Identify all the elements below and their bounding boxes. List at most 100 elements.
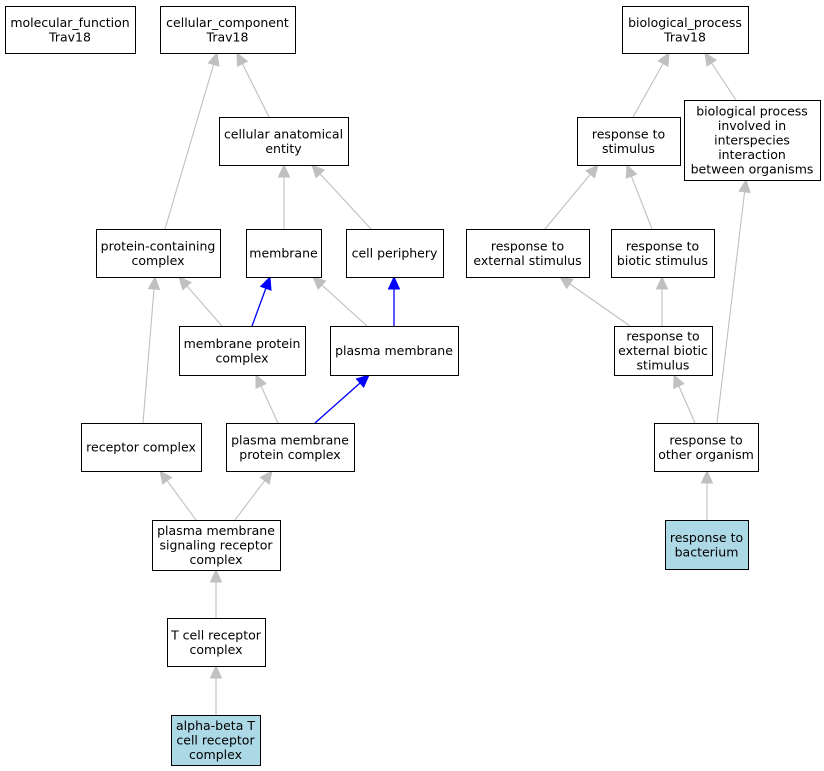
node-label-line: biological_process (628, 15, 742, 30)
edge-response_to_biotic_stimulus-to-response_to_stimulus (625, 163, 653, 230)
node-box (665, 520, 749, 570)
edge-pm_signaling_receptor_complex-to-plasma_membrane_protein_complex (234, 470, 273, 521)
node-box (684, 100, 821, 181)
node-label-line: complex (189, 747, 242, 762)
node-label-line: biotic stimulus (617, 253, 708, 268)
node-label-line: membrane (249, 246, 318, 261)
edge-arrowhead (312, 276, 327, 291)
node-label-line: cellular_component (166, 15, 289, 30)
node-label-line: receptor complex (86, 440, 196, 455)
edge-line (164, 64, 215, 230)
node-plasma-membrane: plasma membrane (330, 326, 459, 376)
edge-arrowhead (159, 470, 173, 485)
edge-pm_signaling_receptor_complex-to-receptor_complex (159, 470, 197, 521)
node-label-line: entity (265, 141, 302, 156)
edge-line (241, 63, 270, 118)
edge-arrowhead (387, 275, 401, 290)
node-label-line: bacterium (675, 544, 739, 559)
node-label-line: protein-containing (101, 238, 216, 253)
edge-line (716, 191, 746, 424)
node-box (5, 6, 136, 54)
edge-line (251, 288, 267, 327)
node-box (179, 326, 306, 376)
node-label-line: response to (670, 530, 743, 545)
node-box (152, 520, 281, 571)
edge-arrowhead (559, 276, 574, 290)
node-box (614, 326, 713, 376)
node-label-line: external biotic (618, 343, 708, 358)
edge-protein_containing_complex-to-cellular_component (164, 51, 220, 230)
node-box (466, 229, 590, 278)
node-label-line: complex (216, 350, 269, 365)
node-label-line: interaction (718, 147, 786, 162)
node-box (654, 423, 759, 472)
edge-response_to_external_biotic_stimulus-to-response_to_biotic_stimulus (655, 275, 669, 326)
edge-arrowhead (673, 373, 685, 389)
node-label-line: other organism (658, 447, 754, 462)
edge-receptor_complex-to-protein_containing_complex (142, 275, 161, 424)
node-label-line: Trav18 (48, 29, 91, 44)
edge-arrowhead (704, 51, 718, 67)
edge-plasma_membrane-to-membrane (312, 276, 368, 327)
edge-bp_interspecies-to-biological_process (704, 51, 737, 101)
node-box (160, 6, 296, 54)
edge-line (569, 283, 631, 327)
edge-cellular_anatomical_entity-to-cellular_component (236, 51, 270, 118)
node-label-line: response to (592, 126, 665, 141)
edge-arrowhead (311, 164, 326, 179)
edge-line (260, 385, 279, 424)
edge-response_to_stimulus-to-biological_process (632, 51, 670, 118)
node-label-line: response to (626, 329, 699, 344)
edge-response_to_bacterium-to-response_to_other_organism (700, 469, 714, 520)
node-receptor-complex: receptor complex (81, 423, 202, 472)
edge-arrowhead (657, 51, 670, 67)
edge-response_to_external_biotic_stimulus-to-response_to_external_stimulus (559, 276, 631, 327)
edge-alpha_beta_t_cell_receptor_complex-to-t_cell_receptor_complex (209, 664, 223, 715)
edge-line (678, 385, 696, 424)
node-label-line: membrane protein (184, 336, 301, 351)
edge-line (632, 63, 664, 118)
edges-layer (142, 51, 751, 715)
edge-arrowhead (625, 163, 638, 179)
edge-response_to_external_stimulus-to-response_to_stimulus (544, 164, 599, 230)
node-label-line: Trav18 (206, 29, 249, 44)
edge-arrowhead (700, 469, 714, 484)
edge-plasma_membrane_protein_complex-to-membrane_protein_complex (255, 373, 279, 424)
edge-membrane_protein_complex-to-protein_containing_complex (178, 276, 223, 327)
edge-arrowhead (178, 276, 192, 291)
node-label-line: interspecies (714, 133, 790, 148)
edge-arrowhead (259, 275, 272, 291)
node-label-line: T cell receptor (170, 627, 262, 642)
edge-arrowhead (655, 275, 669, 290)
node-box (622, 6, 749, 54)
node-label-line: molecular_function (10, 15, 129, 30)
node-label-line: cell periphery (352, 246, 438, 261)
node-label-line: response to (669, 432, 742, 447)
edge-line (321, 284, 368, 327)
edge-membrane-to-cellular_anatomical_entity (277, 163, 291, 229)
node-label-line: plasma membrane (335, 343, 453, 358)
edge-arrowhead (209, 664, 223, 679)
node-membrane: membrane (246, 229, 322, 278)
edge-response_to_other_organism-to-response_to_external_biotic_stimulus (673, 373, 696, 424)
node-label-line: cellular anatomical (224, 126, 343, 141)
edge-line (142, 288, 155, 424)
edge-line (314, 382, 361, 424)
node-box (577, 117, 681, 166)
edge-line (544, 173, 591, 230)
edge-t_cell_receptor_complex-to-pm_signaling_receptor_complex (209, 568, 223, 618)
edge-plasma_membrane-to-cell_periphery (387, 275, 401, 326)
node-label-line: alpha-beta T (176, 718, 255, 733)
node-label-line: response to (491, 238, 564, 253)
